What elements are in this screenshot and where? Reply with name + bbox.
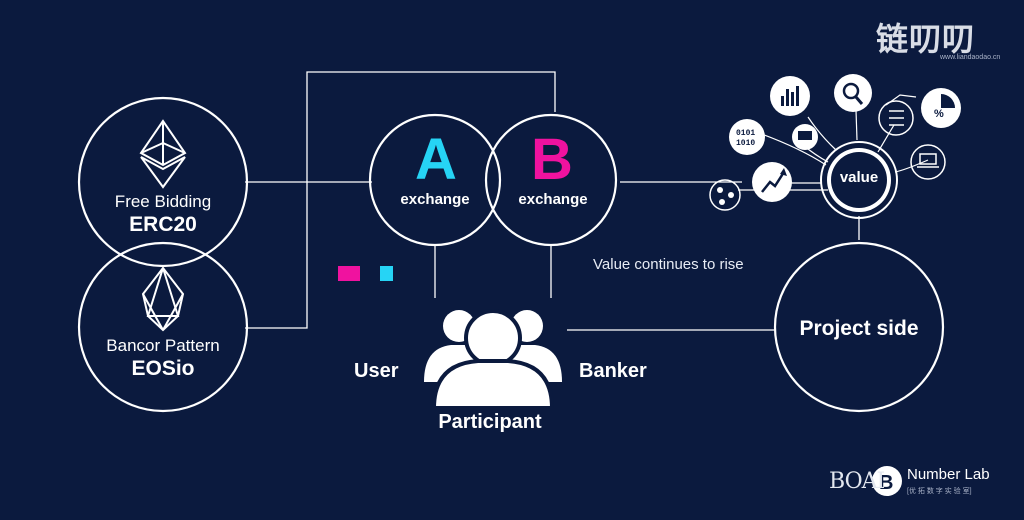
erc20-circle [77, 96, 249, 268]
number-lab-logo-icon [872, 466, 902, 496]
laptop-icon [910, 144, 946, 180]
erc20-subtitle: Free Bidding [114, 192, 212, 211]
erc20-title: ERC20 [129, 213, 197, 236]
value-circle [820, 141, 898, 219]
magnifier-icon [834, 74, 872, 112]
binary-code-icon [729, 119, 765, 155]
svg-text:%: % [934, 108, 944, 120]
brand-name: Number Lab [907, 466, 990, 483]
exchange-a-letter: A [415, 127, 457, 192]
line-eosio-to-b [245, 71, 556, 329]
watermark-url: www.liandaodao.cn [940, 54, 1001, 61]
participant-people-icon [424, 309, 562, 410]
exchange-b-circle [484, 113, 618, 247]
magenta-marker [338, 266, 360, 281]
checklist-icon [878, 100, 914, 136]
exchange-b-label: exchange [518, 191, 588, 208]
user-label: User [354, 360, 399, 382]
value-label: value [839, 169, 879, 186]
exchange-b-letter: B [531, 127, 573, 192]
eosio-circle [77, 241, 249, 413]
exchange-a-label: exchange [400, 191, 470, 208]
exchange-a-circle [368, 113, 502, 247]
eosio-title: EOSio [131, 357, 195, 380]
participant-label: Participant [438, 411, 542, 433]
banker-label: Banker [579, 360, 647, 382]
watermark-cn: 链叨叨 [876, 21, 976, 57]
network-icon [709, 179, 741, 211]
cyan-marker [380, 266, 393, 281]
eos-icon [141, 266, 185, 332]
project-side-circle [773, 241, 945, 413]
ethereum-icon [139, 119, 187, 189]
eosio-subtitle: Bancor Pattern [106, 336, 220, 355]
svg-text:0101: 0101 [736, 129, 755, 138]
project-side-label: Project side [799, 317, 919, 340]
connector-lines [245, 71, 860, 331]
value-rise-annotation: Value continues to rise [593, 256, 744, 273]
value-hub: % 0101 1010 [709, 74, 961, 219]
svg-text:B: B [879, 472, 893, 494]
svg-text:1010: 1010 [736, 139, 755, 148]
brand-tagline: [优 拓 数 字 实 验 室] [907, 488, 972, 495]
brand-logo-text: BOAI [829, 469, 885, 494]
bar-chart-icon [770, 76, 810, 116]
